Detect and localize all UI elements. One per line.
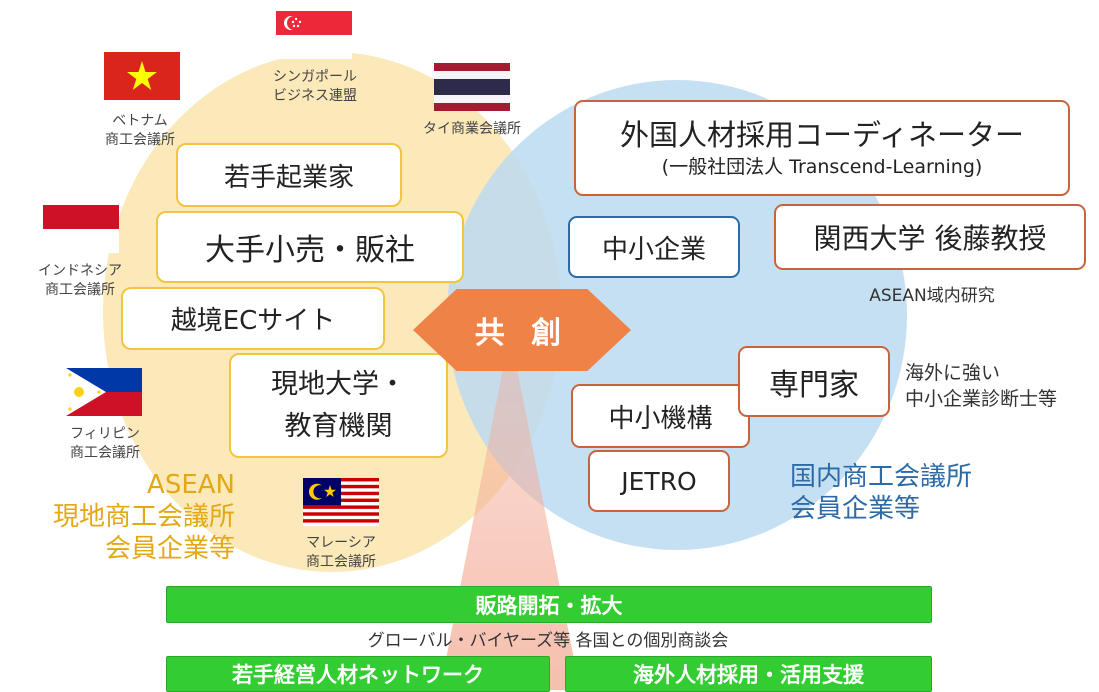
local-university-line1: 現地大学・ bbox=[271, 368, 406, 400]
kansai-university-label: 関西大学 後藤教授 bbox=[813, 222, 1047, 255]
philippines-caption-line2: 商工会議所 bbox=[70, 445, 140, 461]
sales-expansion-label: 販路開拓・拡大 bbox=[475, 593, 623, 618]
indonesia-caption-line1: インドネシア bbox=[38, 263, 122, 279]
thailand-flag-icon bbox=[434, 63, 510, 111]
sme-label: 中小企業 bbox=[601, 234, 706, 265]
young-entrepreneurs-box: 若手起業家 bbox=[176, 143, 402, 207]
thailand-caption-line1: タイ商業会議所 bbox=[423, 121, 521, 137]
foreign-talent-coordinator-subtitle: (一般社団法人 Transcend-Learning) bbox=[661, 156, 983, 178]
jetro-box: JETRO bbox=[588, 450, 730, 512]
thailand-caption: タイ商業会議所 bbox=[402, 120, 542, 139]
asean-group-title: ASEAN 現地商工会議所 会員企業等 bbox=[0, 469, 235, 565]
domestic-group-title-line2: 会員企業等 bbox=[790, 494, 921, 524]
cocreation-label: 共 創 bbox=[474, 316, 570, 351]
sme-box: 中小企業 bbox=[568, 216, 740, 278]
expert-note-line1: 海外に強い bbox=[905, 362, 1001, 384]
malaysia-caption-line2: 商工会議所 bbox=[306, 554, 376, 570]
singapore-caption-line1: シンガポール bbox=[273, 69, 357, 85]
expert-box: 専門家 bbox=[738, 346, 890, 417]
kansai-university-box: 関西大学 後藤教授 bbox=[774, 204, 1086, 270]
malaysia-flag-icon bbox=[303, 478, 379, 526]
major-retail-box: 大手小売・販社 bbox=[156, 211, 464, 283]
asean-group-title-line2: 現地商工会議所 bbox=[52, 502, 235, 532]
philippines-caption: フィリピン 商工会議所 bbox=[50, 425, 160, 463]
cross-border-ec-box: 越境ECサイト bbox=[121, 287, 385, 350]
vietnam-caption: ベトナム 商工会議所 bbox=[85, 112, 195, 150]
sales-expansion-subtitle: グローバル・バイヤーズ等 各国との個別商談会 bbox=[367, 631, 729, 651]
vietnam-caption-line2: 商工会議所 bbox=[105, 132, 175, 148]
indonesia-caption-line2: 商工会議所 bbox=[45, 282, 115, 298]
philippines-caption-line1: フィリピン bbox=[70, 426, 140, 442]
asean-group-title-line3: 会員企業等 bbox=[104, 534, 235, 564]
cocreation-hexagon: 共 創 bbox=[413, 289, 631, 371]
malaysia-caption: マレーシア 商工会議所 bbox=[283, 534, 399, 572]
expert-note-line2: 中小企業診断士等 bbox=[905, 388, 1058, 410]
asean-research-note: ASEAN域内研究 bbox=[869, 286, 995, 306]
singapore-flag-icon bbox=[276, 11, 352, 59]
foreign-hr-support-bar: 海外人材採用・活用支援 bbox=[565, 656, 932, 692]
vietnam-flag-icon bbox=[104, 52, 180, 100]
asean-group-title-line1: ASEAN bbox=[147, 470, 235, 500]
indonesia-flag-icon bbox=[43, 205, 119, 253]
domestic-group-title-line1: 国内商工会議所 bbox=[790, 462, 973, 492]
foreign-talent-coordinator-title: 外国人材採用コーディネーター bbox=[620, 118, 1024, 152]
vietnam-caption-line1: ベトナム bbox=[112, 113, 168, 129]
young-management-network-label: 若手経営人材ネットワーク bbox=[232, 663, 484, 687]
philippines-flag-icon bbox=[66, 368, 142, 416]
singapore-caption-line2: ビジネス連盟 bbox=[273, 88, 357, 104]
young-entrepreneurs-label: 若手起業家 bbox=[223, 162, 354, 193]
expert-label: 専門家 bbox=[769, 367, 859, 403]
domestic-group-title: 国内商工会議所 会員企業等 bbox=[790, 461, 972, 525]
singapore-caption: シンガポール ビジネス連盟 bbox=[255, 68, 375, 106]
malaysia-caption-line1: マレーシア bbox=[306, 535, 376, 551]
local-university-line2: 教育機関 bbox=[284, 410, 393, 442]
jetro-label: JETRO bbox=[621, 466, 697, 496]
sales-expansion-bar: 販路開拓・拡大 bbox=[166, 586, 932, 623]
young-management-network-bar: 若手経営人材ネットワーク bbox=[166, 656, 550, 692]
foreign-talent-coordinator-box: 外国人材採用コーディネーター (一般社団法人 Transcend-Learnin… bbox=[574, 100, 1070, 196]
cross-border-ec-label: 越境ECサイト bbox=[170, 306, 336, 336]
indonesia-caption: インドネシア 商工会議所 bbox=[15, 262, 145, 300]
smrj-box: 中小機構 bbox=[571, 384, 750, 448]
major-retail-label: 大手小売・販社 bbox=[205, 233, 415, 268]
smrj-label: 中小機構 bbox=[608, 403, 713, 434]
local-university-box: 現地大学・ 教育機関 bbox=[229, 353, 448, 458]
expert-note: 海外に強い 中小企業診断士等 bbox=[905, 360, 1057, 412]
foreign-hr-support-label: 海外人材採用・活用支援 bbox=[633, 663, 864, 687]
